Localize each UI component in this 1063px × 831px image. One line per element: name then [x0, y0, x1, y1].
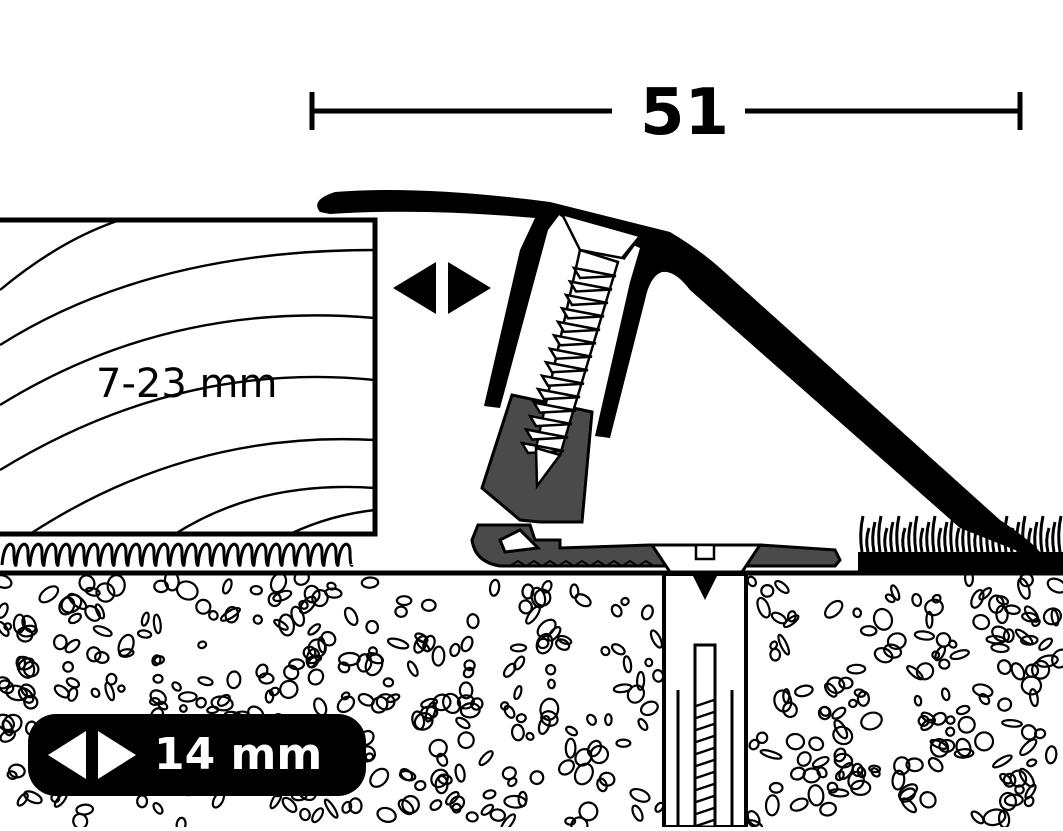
- ramp-profile: [317, 189, 1041, 553]
- wood-floor-panel: [0, 217, 378, 567]
- double-arrow-left-right-icon: [393, 262, 491, 314]
- width-dimension-line: [309, 92, 1023, 130]
- floor-height-range-label: 7-23 mm: [96, 361, 278, 407]
- wall-plug-icon: [662, 572, 748, 829]
- expansion-gap-label: 14 mm: [154, 729, 323, 780]
- profile-width-label: 51: [640, 76, 730, 150]
- double-arrow-left-right-icon: [48, 731, 136, 779]
- carpet-pile: [858, 515, 1063, 572]
- expansion-gap-badge: 14 mm: [28, 714, 366, 796]
- base-rail: [470, 393, 842, 574]
- screw-icon: [519, 212, 643, 490]
- underlay-wave: [0, 542, 354, 567]
